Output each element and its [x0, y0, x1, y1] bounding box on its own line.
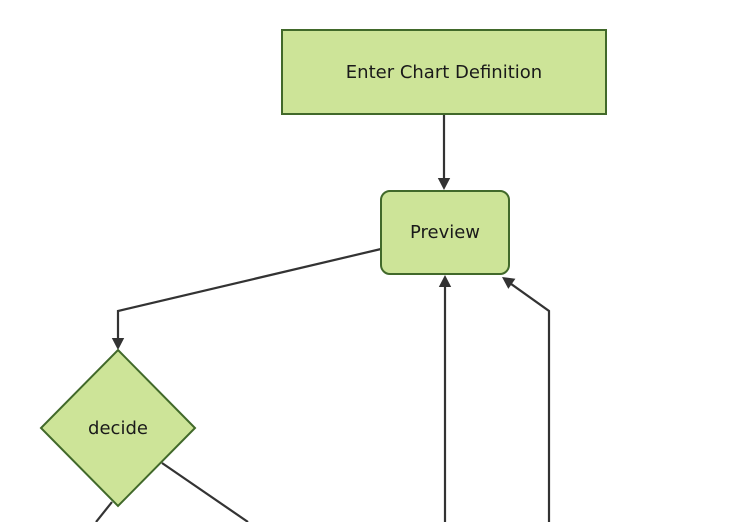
node-preview[interactable]: Preview — [380, 190, 510, 275]
edge-line — [161, 462, 249, 522]
edge-line — [116, 247, 382, 343]
node-enter[interactable]: Enter Chart Definition — [281, 29, 607, 115]
edge-decide-out-bottom-right — [161, 462, 249, 522]
edge-enter-to-preview — [437, 114, 451, 190]
edge-into-preview-bottom-right — [502, 277, 551, 522]
edge-into-preview-bottom-left — [438, 275, 452, 522]
edge-arrowhead — [437, 178, 451, 190]
edge-decide-out-bottom-left — [95, 501, 113, 522]
edge-line — [506, 280, 551, 522]
edge-arrowhead — [502, 277, 516, 289]
rounded-rect-shape[interactable] — [380, 190, 510, 275]
edge-arrowhead — [438, 275, 452, 287]
rect-shape[interactable] — [281, 29, 607, 115]
edge-line — [95, 501, 113, 522]
decision-diamond[interactable] — [39, 348, 197, 508]
edge-arrowhead — [111, 338, 125, 350]
edge-preview-to-decide — [111, 247, 382, 350]
edge-layer — [95, 114, 551, 522]
